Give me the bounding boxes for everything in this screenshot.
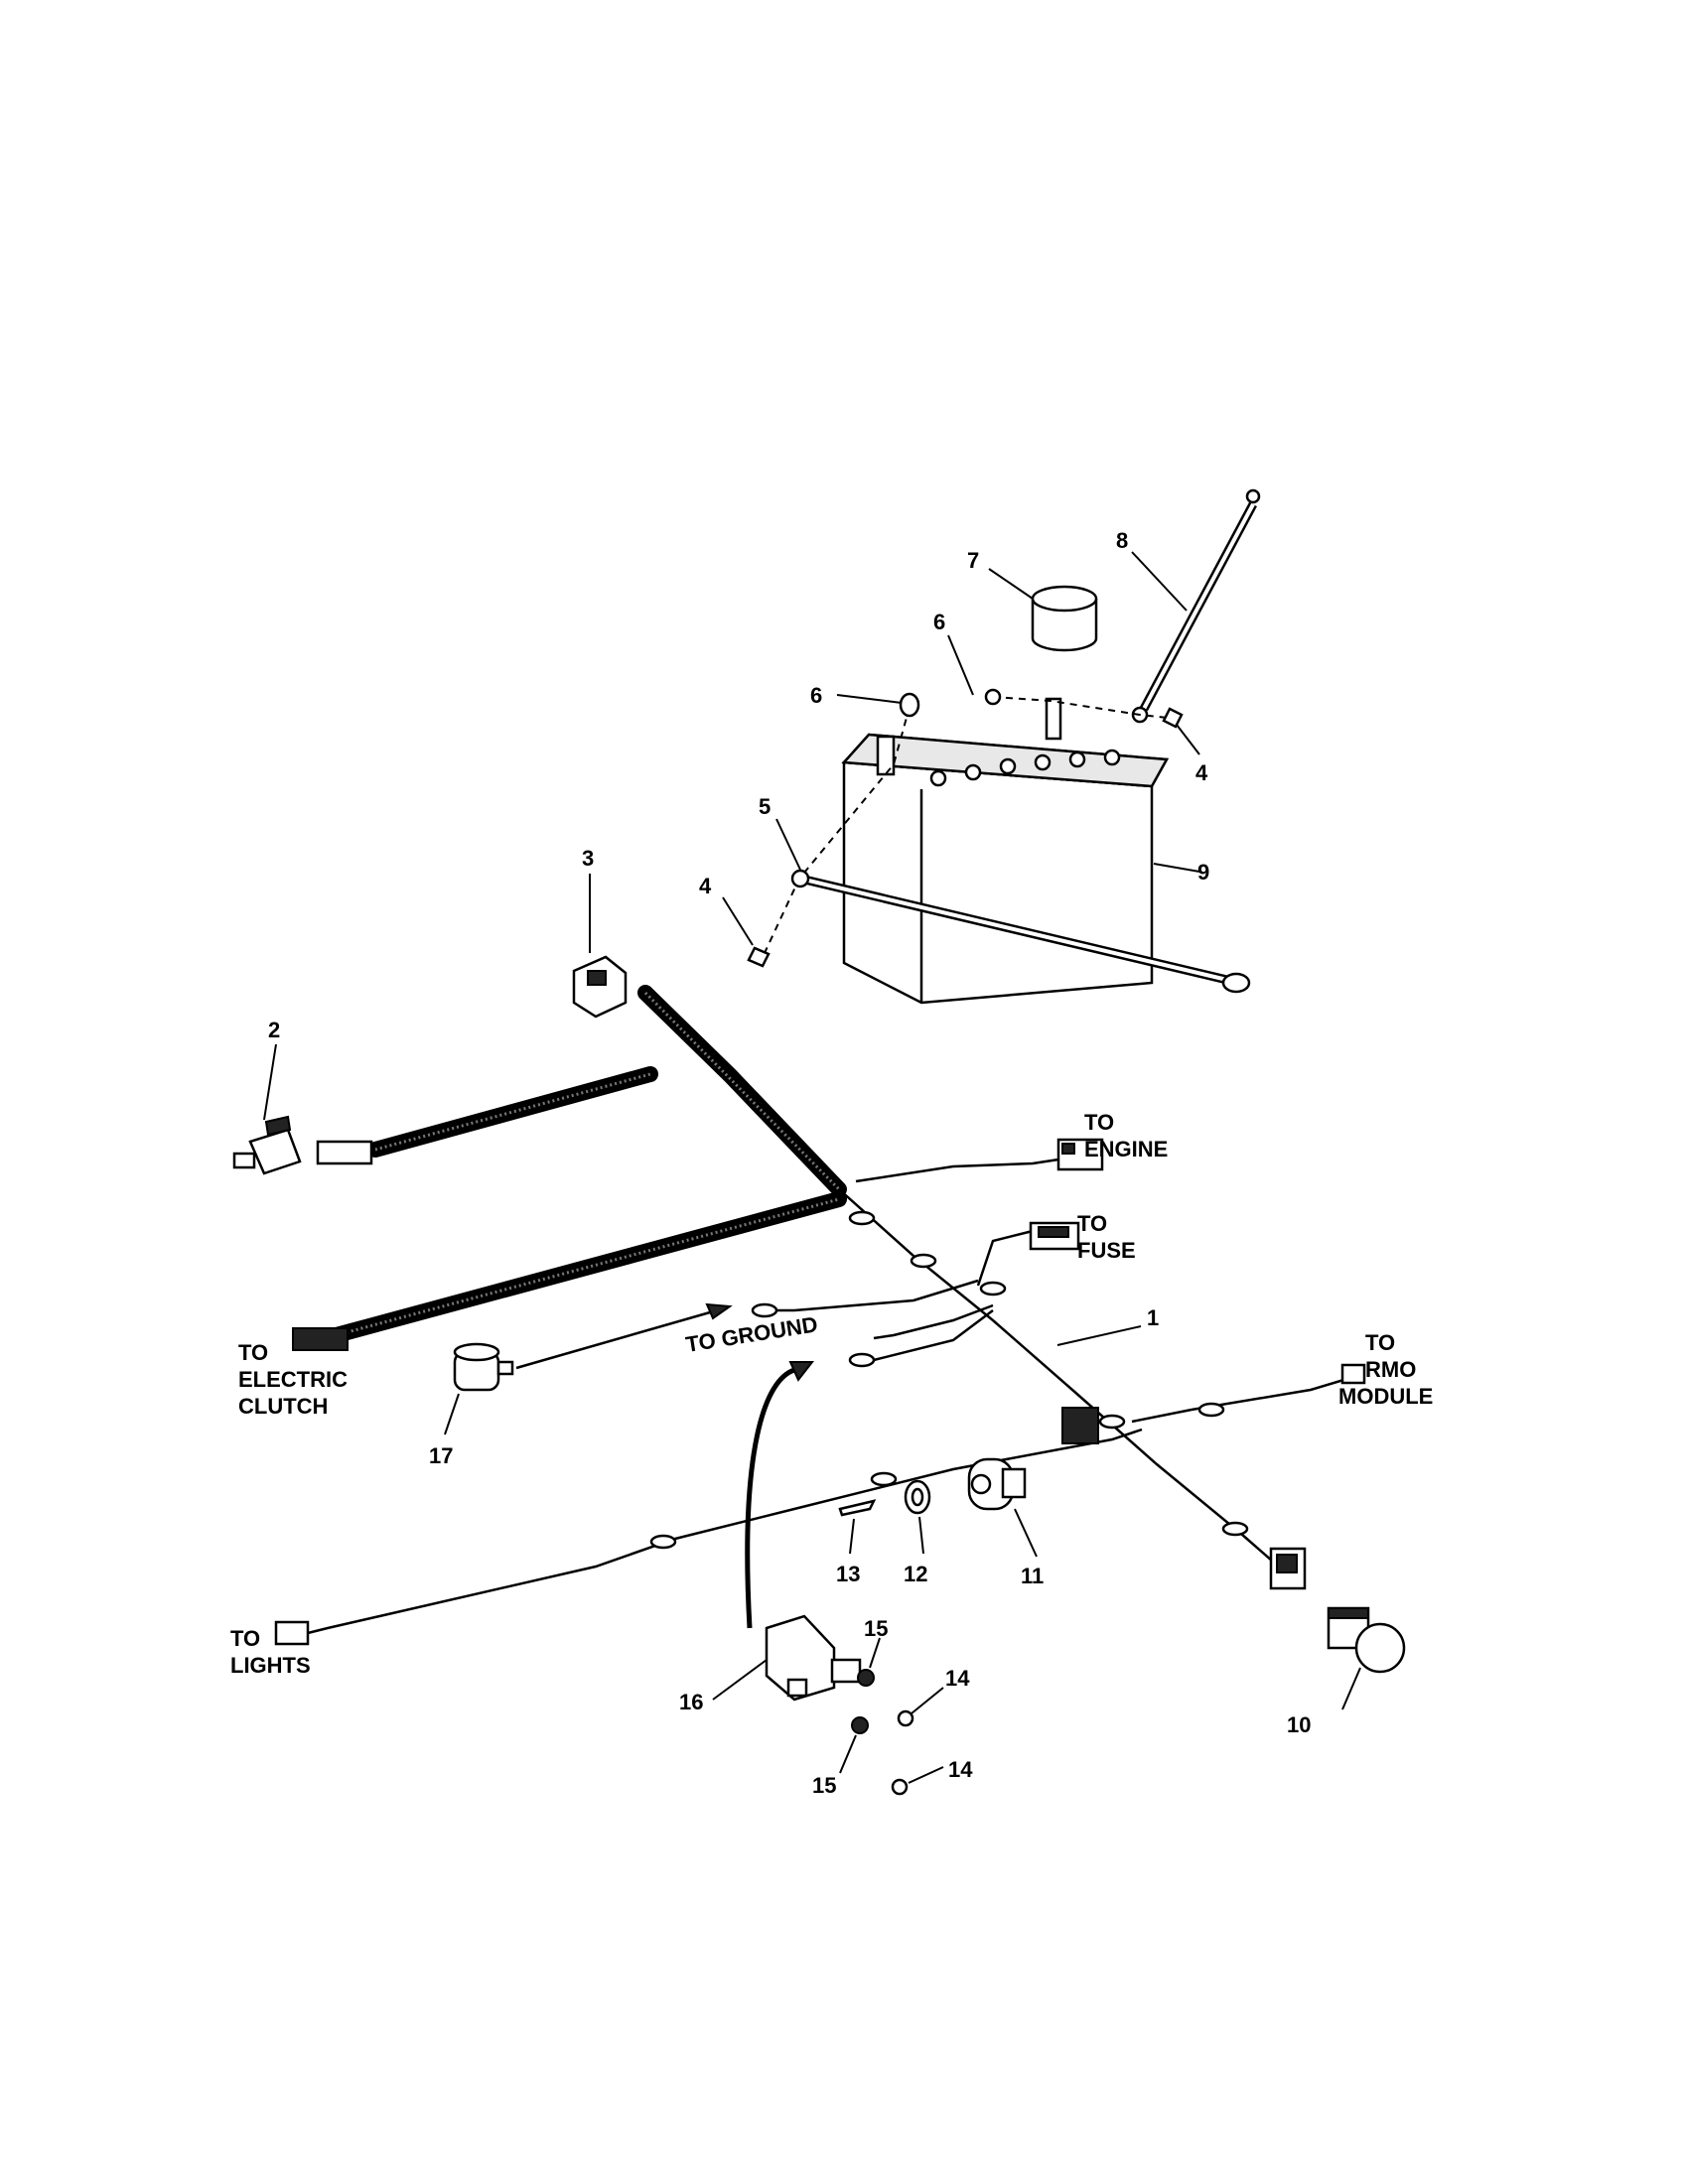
leader-lines [263, 551, 1361, 1784]
positive-cable [1131, 488, 1261, 724]
callout-9: 9 [1197, 860, 1209, 885]
callout-11: 11 [1021, 1564, 1044, 1588]
ignition-parts [838, 1457, 1027, 1517]
callout-4-left: 4 [699, 874, 712, 898]
callout-labels: 1 2 3 4 4 5 6 6 7 8 9 10 11 12 13 14 14 … [268, 528, 1311, 1798]
connectors [274, 1138, 1366, 1646]
callout-4-right: 4 [1195, 760, 1208, 785]
callout-17: 17 [429, 1443, 453, 1468]
wire-harness [307, 1158, 1351, 1635]
harness-clip [572, 955, 628, 1019]
callout-13: 13 [836, 1562, 860, 1586]
callout-1: 1 [1147, 1305, 1159, 1330]
callout-15-bottom: 15 [812, 1773, 836, 1798]
interlock-switch [232, 1115, 302, 1175]
battery-cap [1031, 585, 1098, 652]
callout-10: 10 [1287, 1712, 1311, 1737]
callout-5: 5 [759, 794, 771, 819]
callout-14-top: 14 [945, 1666, 970, 1691]
callout-3: 3 [582, 846, 594, 871]
light-switch [1327, 1606, 1406, 1674]
callout-6-left: 6 [810, 683, 822, 708]
callout-16: 16 [679, 1690, 703, 1714]
callout-7: 7 [967, 548, 979, 573]
callout-14-bottom: 14 [948, 1757, 973, 1782]
callout-2: 2 [268, 1018, 280, 1042]
callout-12: 12 [904, 1562, 927, 1586]
clutch-solenoid [453, 1302, 733, 1392]
to-ground-label: TO GROUND [684, 1311, 819, 1357]
bolt-hardware [747, 688, 1184, 968]
callout-15-top: 15 [864, 1616, 888, 1641]
nuts [851, 1669, 914, 1796]
starter-solenoid [765, 1614, 862, 1702]
wire-harness-sheath [310, 985, 847, 1348]
callout-8: 8 [1116, 528, 1128, 553]
callout-6-top: 6 [933, 610, 945, 634]
negative-cable [790, 869, 1251, 994]
